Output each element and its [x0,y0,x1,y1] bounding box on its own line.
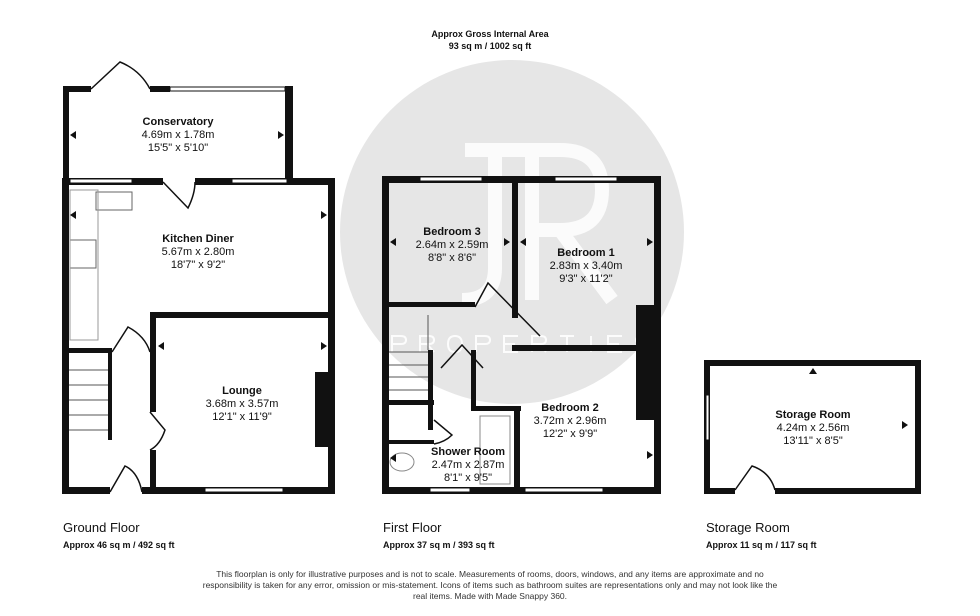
room-label-shower-room: Shower Room 2.47m x 2.87m 8'1" x 9'5" [431,446,505,485]
room-label-kitchen-diner: Kitchen Diner 5.67m x 2.80m 18'7" x 9'2" [162,233,235,272]
room-name: Conservatory [142,116,214,128]
room-label-storage-room: Storage Room 4.24m x 2.56m 13'11" x 8'5" [775,409,850,448]
room-name: Lounge [222,385,262,397]
ground-floor-plan [62,61,335,495]
storage-room-plan [704,360,921,495]
room-imperial: 18'7" x 9'2" [170,259,226,271]
floor-area-first: Approx 37 sq m / 393 sq ft [383,540,495,550]
room-imperial: 9'3" x 11'2" [559,273,613,285]
room-label-conservatory: Conservatory 4.69m x 1.78m 15'5" x 5'10" [142,116,215,155]
room-imperial: 13'11" x 8'5" [783,435,843,447]
room-metric: 2.64m x 2.59m [415,239,489,251]
room-metric: 5.67m x 2.80m [161,246,235,258]
room-metric: 3.72m x 2.96m [533,415,607,427]
room-label-bedroom-1: Bedroom 1 2.83m x 3.40m 9'3" x 11'2" [550,247,623,286]
room-name: Shower Room [431,446,505,458]
dimension-markers [70,131,908,462]
room-name: Bedroom 3 [423,226,481,238]
floor-area-storage: Approx 11 sq m / 117 sq ft [706,540,817,550]
disclaimer: This floorplan is only for illustrative … [202,569,778,601]
room-metric: 2.47m x 2.87m [431,459,505,471]
floor-title-ground: Ground Floor [63,520,140,535]
room-imperial: 12'1" x 11'9" [212,411,272,423]
floor-title-first: First Floor [383,520,442,535]
room-name: Storage Room [775,409,851,421]
room-metric: 4.24m x 2.56m [776,422,850,434]
room-label-bedroom-2: Bedroom 2 3.72m x 2.96m 12'2" x 9'9" [534,402,607,441]
room-metric: 4.69m x 1.78m [141,129,215,141]
room-imperial: 15'5" x 5'10" [147,142,209,154]
room-name: Kitchen Diner [162,233,234,245]
room-imperial: 8'8" x 8'6" [427,252,477,264]
room-name: Bedroom 1 [557,247,615,259]
gross-area-header: Approx Gross Internal Area 93 sq m / 100… [431,28,548,52]
room-imperial: 12'2" x 9'9" [542,428,598,440]
room-name: Bedroom 2 [541,402,599,414]
room-metric: 2.83m x 3.40m [549,260,623,272]
gross-area-title: Approx Gross Internal Area [431,29,549,39]
floor-title-storage: Storage Room [706,520,790,535]
first-floor-plan [382,176,661,494]
room-imperial: 8'1" x 9'5" [443,472,493,484]
floor-area-ground: Approx 46 sq m / 492 sq ft [63,540,175,550]
room-label-bedroom-3: Bedroom 3 2.64m x 2.59m 8'8" x 8'6" [416,226,489,265]
room-metric: 3.68m x 3.57m [205,398,279,410]
watermark-jr-letters [461,143,618,307]
room-label-lounge: Lounge 3.68m x 3.57m 12'1" x 11'9" [206,385,279,424]
gross-area-value: 93 sq m / 1002 sq ft [448,41,532,51]
